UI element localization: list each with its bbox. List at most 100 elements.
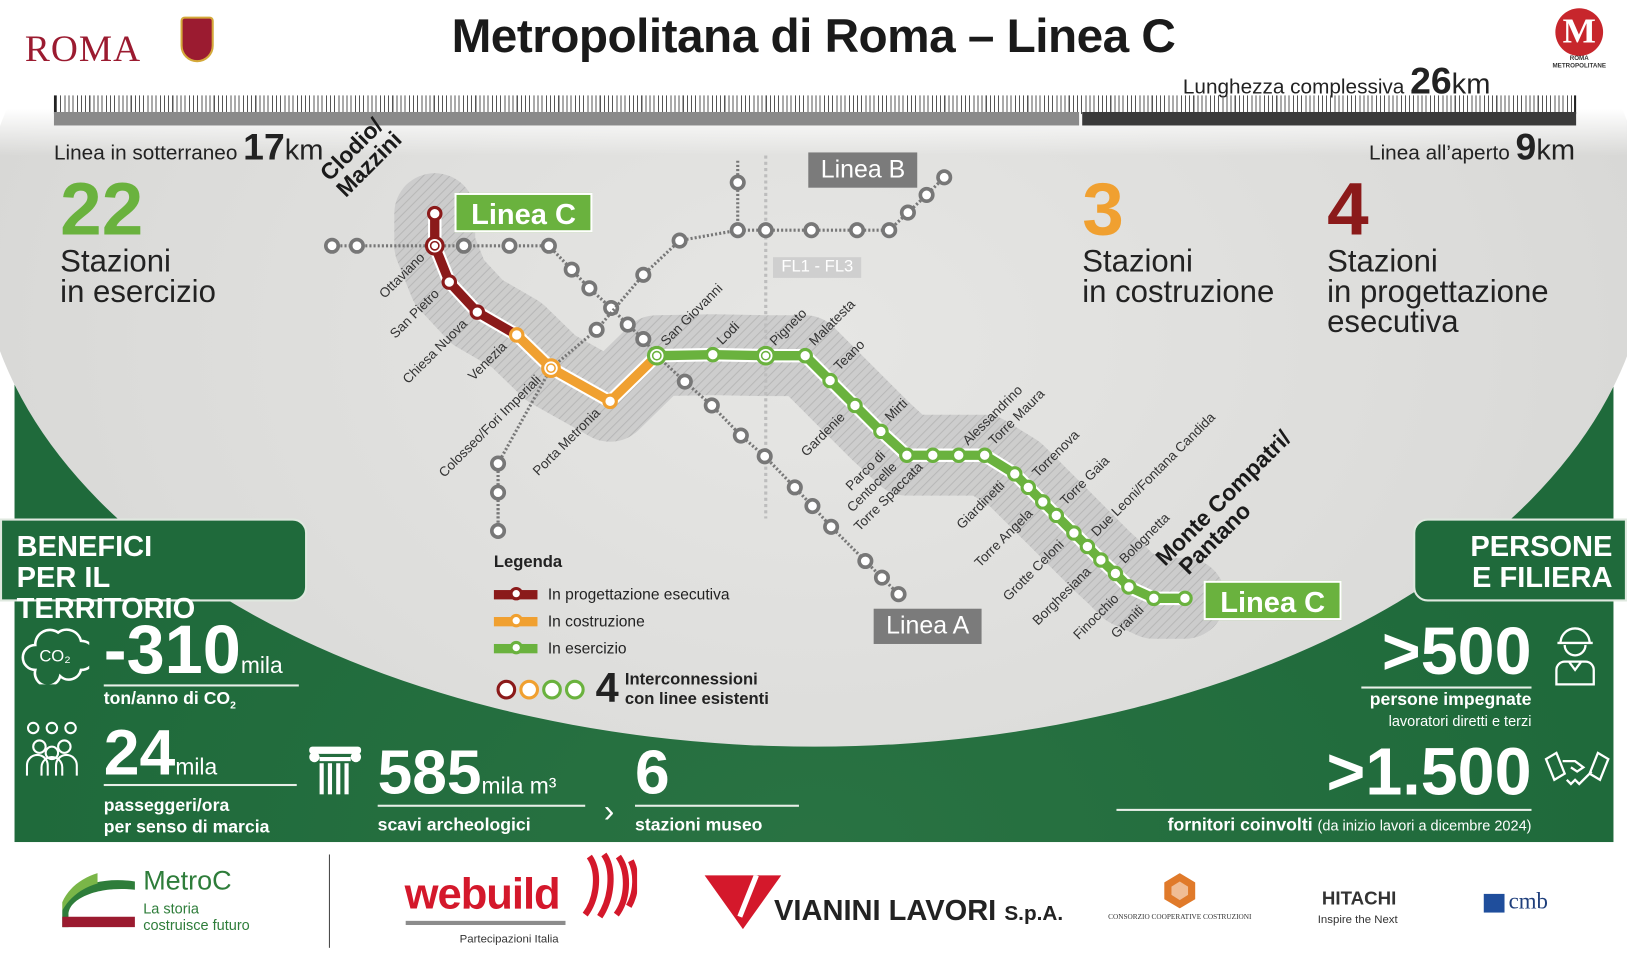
webuild-mark-icon: [582, 852, 638, 919]
linea-b-station: [881, 222, 898, 239]
passengers-caption-2: per senso di marcia: [103, 817, 270, 837]
linea-b-station: [588, 321, 605, 338]
legend-label: In costruzione: [547, 612, 645, 630]
linea-b-station: [729, 174, 746, 191]
persone-panel: PERSONE E FILIERA: [1413, 518, 1627, 602]
linea-b-station: [729, 222, 746, 239]
linea-b-station: [803, 222, 820, 239]
underground-unit: km: [284, 133, 324, 166]
divider: [103, 783, 297, 787]
legend: Legenda In progettazione esecutiva In co…: [493, 553, 769, 713]
legend-title: Legenda: [493, 553, 563, 572]
page-title: Metropolitana di Roma – Linea C: [451, 8, 1176, 63]
webuild-underline: [405, 920, 566, 926]
segment-costruzione: [513, 331, 661, 406]
legend-item-costruzione: In costruzione: [493, 608, 769, 635]
co2-stat: -310mila: [104, 612, 283, 703]
divider: [103, 684, 299, 687]
museum-stations-caption: stazioni museo: [635, 815, 763, 835]
chevron-right-icon: ›: [603, 794, 615, 829]
roma-metropolitane-logo: M ROMA METROPOLITANE: [1546, 8, 1612, 70]
people-subcaption: lavoratori diretti e terzi: [1388, 712, 1532, 730]
museum-stations-value: 6: [635, 737, 670, 807]
station-marker: [822, 372, 838, 389]
length-ruler: [53, 95, 1577, 115]
suppliers-note: (da inizio lavori a dicembre 2024): [1317, 817, 1532, 834]
metroc-tag-1: La storia: [143, 900, 199, 917]
divider: [1116, 808, 1532, 811]
station-marker: [1121, 579, 1137, 595]
column-icon: [309, 746, 362, 795]
count-line1: Stazioni: [60, 244, 171, 279]
linea-a-station: [804, 498, 821, 515]
co2-caption-text: ton/anno di CO: [103, 688, 231, 709]
count-line3: esecutiva: [1327, 304, 1459, 340]
linea-a-station: [635, 331, 652, 348]
legend-item-progettazione: In progettazione esecutiva: [493, 581, 769, 608]
linea-c-label-south: Linea C: [1203, 580, 1342, 621]
linea-a-station: [703, 397, 720, 414]
interchange-station: [646, 345, 667, 366]
interchange-ring: [651, 350, 662, 361]
metroc-logo-icon: [62, 873, 135, 928]
station-marker: [1020, 479, 1037, 496]
suppliers-caption-text: fornitori coinvolti: [1167, 815, 1313, 835]
divider: [1361, 686, 1532, 689]
underground-length: Linea in sotterraneo 17km: [54, 128, 324, 173]
linea-b-station: [899, 204, 916, 221]
open-air-length: Linea all’aperto 9km: [1369, 128, 1575, 173]
worker-helmet-icon: [1555, 627, 1595, 686]
station-marker: [847, 397, 863, 414]
people-group-icon: [25, 721, 78, 776]
legend-swatch: [493, 640, 538, 654]
cmb-logo-icon: [1483, 893, 1505, 913]
fl-label: FL1 - FL3: [773, 257, 862, 278]
station-marker: [1107, 565, 1124, 582]
interchange-rings-icon: [496, 679, 585, 699]
count-line2: in costruzione: [1082, 274, 1275, 310]
station-marker: [1146, 590, 1162, 607]
linea-b-station: [490, 484, 507, 501]
benefici-panel: BENEFICI PER IL TERRITORIO: [0, 518, 308, 624]
interchanges-line2: con linee esistenti: [624, 690, 769, 708]
station-label: Colosseo/Fori Imperiali: [436, 372, 544, 480]
station-marker: [441, 274, 458, 290]
metroc-name: MetroC: [143, 864, 232, 896]
vianini-logo-icon: [704, 875, 782, 930]
excavation-stat: 585mila m³: [378, 738, 557, 820]
linea-a-station: [501, 237, 518, 254]
ccc-logo-icon: [1164, 873, 1196, 909]
count-under-construction: 3 Stazioni in costruzione: [1082, 172, 1274, 307]
segment-esercizio: [656, 349, 1185, 604]
divider: [635, 804, 799, 807]
vianini-suffix: S.p.A.: [1004, 902, 1064, 926]
linea-b-label: Linea B: [808, 152, 918, 188]
suppliers-caption: fornitori coinvolti (da inizio lavori a …: [1168, 815, 1532, 836]
station-marker: [1066, 525, 1082, 541]
station-marker: [508, 327, 525, 343]
co2-caption-sub: 2: [230, 700, 236, 712]
linea-b-station: [757, 222, 774, 239]
metro-logo-text: ROMA METROPOLITANE: [1552, 55, 1606, 70]
linea-a-station: [873, 569, 891, 586]
station-marker: [1048, 507, 1065, 524]
handshake-icon: [1544, 751, 1610, 786]
legend-label: In esercizio: [547, 639, 627, 657]
roma-logo: ROMA: [24, 27, 142, 70]
legend-swatch: [493, 613, 538, 627]
interchange-station: [424, 235, 445, 256]
count-line1: Stazioni: [1327, 244, 1438, 279]
linea-a-station: [323, 237, 341, 254]
station-marker: [976, 447, 993, 464]
interchanges-value: 4: [595, 665, 619, 712]
station-marker: [1093, 552, 1109, 568]
people-value: >500: [1381, 613, 1532, 689]
station-marker: [469, 304, 486, 320]
open-air-value: 9: [1515, 125, 1537, 168]
persone-title-2: E FILIERA: [1471, 561, 1613, 594]
linea-a-station: [581, 280, 598, 297]
